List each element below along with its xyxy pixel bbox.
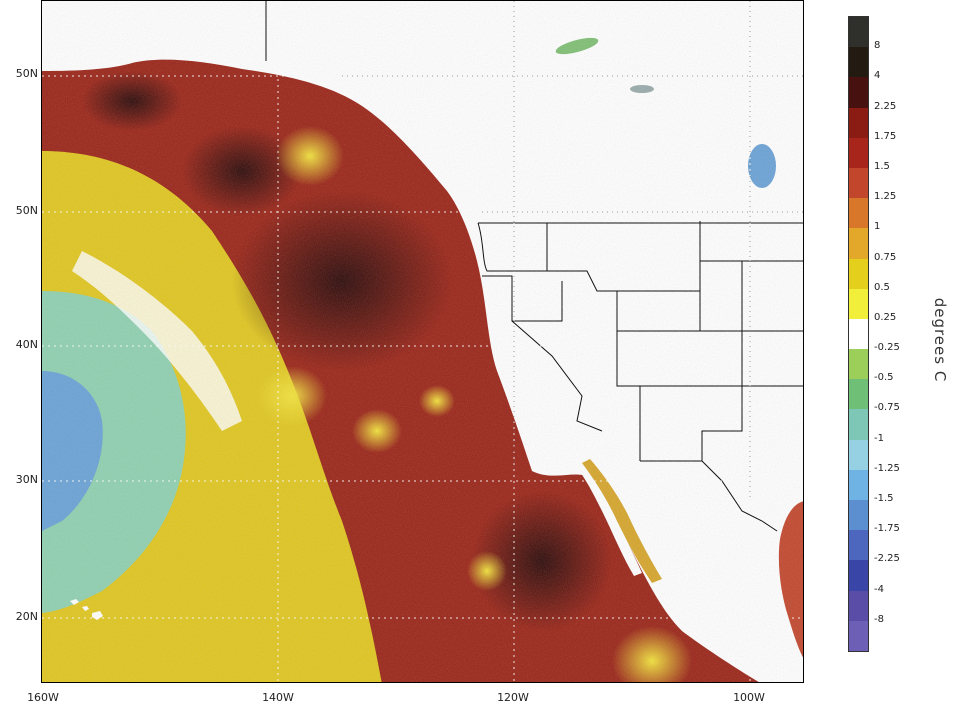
colorbar-segment [849, 288, 868, 320]
colorbar-tick-label: -0.75 [874, 402, 900, 414]
units-label: degrees C [930, 280, 950, 400]
colorbar-tick-label: 1.25 [874, 191, 897, 203]
units-text: degrees C [931, 297, 949, 383]
colorbar-segment [849, 349, 868, 380]
noise-texture [42, 1, 803, 682]
colorbar-segment [849, 560, 868, 592]
colorbar-tick-label: -8 [874, 613, 884, 625]
colorbar-tick-label: -1.75 [874, 523, 900, 535]
colorbar-tick-label: -4 [874, 583, 884, 595]
colorbar-tick-label: -0.5 [874, 372, 894, 384]
colorbar-segment [849, 137, 868, 169]
colorbar-segment [849, 258, 868, 290]
lat-label-50n: 50N [15, 204, 38, 217]
colorbar-segment [849, 167, 868, 199]
colorbar-segment [849, 469, 868, 501]
lon-label-140w: 140W [262, 691, 294, 704]
colorbar-segment [849, 439, 868, 471]
colorbar-tick-label: 0.75 [874, 251, 897, 263]
colorbar-segment [849, 318, 868, 350]
colorbar-tick-label: -2.25 [874, 553, 900, 565]
colorbar-tick-label: 1 [874, 221, 881, 233]
lon-label-160w: 160W [27, 691, 59, 704]
colorbar-segment [849, 77, 868, 109]
lat-label-40n: 40N [15, 338, 38, 351]
lon-label-120w: 120W [497, 691, 529, 704]
colorbar-tick-label: 1.5 [874, 160, 890, 172]
colorbar-segment [849, 228, 868, 260]
colorbar-segment [849, 47, 868, 78]
colorbar-segment [849, 590, 868, 622]
colorbar-tick-label: 8 [874, 40, 881, 52]
lat-label-50n-top: 50N [15, 67, 38, 80]
lat-label-30n: 30N [15, 473, 38, 486]
colorbar-tick-label: -1.5 [874, 493, 894, 505]
colorbar-segment [849, 379, 868, 410]
lat-label-20n: 20N [15, 610, 38, 623]
colorbar-segment [849, 409, 868, 441]
lon-label-100w: 100W [733, 691, 765, 704]
colorbar-tick-label: -0.25 [874, 342, 900, 354]
colorbar-segment [849, 530, 868, 561]
sst-anomaly-map [41, 0, 804, 683]
colorbar-tick-label: 0.5 [874, 281, 890, 293]
colorbar-tick-label: -1 [874, 432, 884, 444]
colorbar-segment [849, 198, 868, 229]
colorbar [848, 16, 869, 652]
colorbar-segment [849, 107, 868, 139]
colorbar-segment [849, 500, 868, 531]
colorbar-segment [849, 620, 868, 652]
map-graphic [42, 1, 803, 682]
colorbar-tick-label: 4 [874, 70, 881, 82]
colorbar-tick-label: 2.25 [874, 100, 897, 112]
colorbar-segment [849, 17, 868, 48]
colorbar-tick-label: 1.75 [874, 130, 897, 142]
colorbar-tick-label: 0.25 [874, 311, 897, 323]
colorbar-tick-label: -1.25 [874, 462, 900, 474]
